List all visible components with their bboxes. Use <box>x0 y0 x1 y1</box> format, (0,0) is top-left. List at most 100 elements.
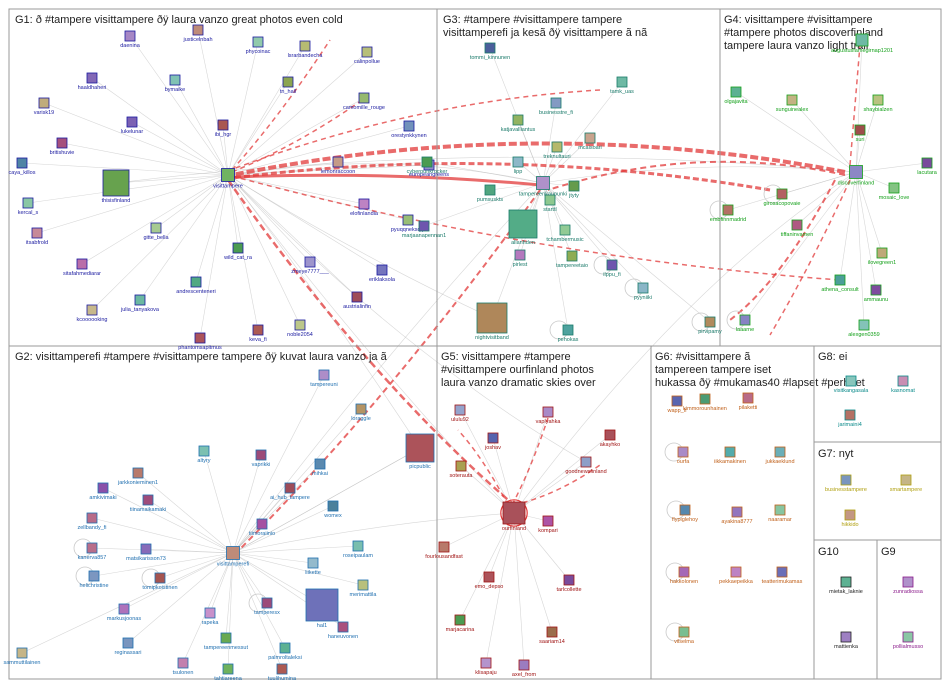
node-label-tchambermusic: tchambermusic <box>546 237 584 243</box>
node-label-alexgen0359: alexgen0359 <box>848 332 880 338</box>
group-g6-title-line3: hukassa ðÿ #mukamas40 #lapset #perheet <box>655 377 865 389</box>
node-sitafahmediarar: sitafahmediarar <box>63 258 101 277</box>
node-label-europeangreens: europeangreens <box>409 172 449 178</box>
avatar-cyberpunkrocker-icon <box>421 156 433 168</box>
avatar-tampereuni-icon <box>318 369 330 381</box>
avatar-vilselma-icon <box>678 626 690 638</box>
node-alexgen0359: alexgen0359 <box>848 319 880 338</box>
node-label-tampereenmessut: tampereenmessut <box>204 645 248 651</box>
node-label-hal1: hal1 <box>317 623 327 629</box>
node-pollialmusso: pollialmusso <box>893 631 923 650</box>
avatar-teatterimukamas-icon <box>776 566 788 578</box>
node-label-visittamperefi: visittamperefi <box>217 562 249 568</box>
node-visittamperefi: visittamperefi <box>217 546 249 568</box>
node-label-tomipkoistinen: tomipkoistinen <box>142 585 177 591</box>
node-vilselma: vilselma <box>665 622 695 645</box>
group-g8-title: G8: ei <box>818 351 847 363</box>
node-label-pollialmusso: pollialmusso <box>893 644 923 650</box>
node-label-mattienka: mattienka <box>834 644 859 650</box>
node-tiffaninvamen: tiffaninvamen <box>781 219 813 238</box>
node-treknultauri: treknultauri <box>543 141 571 160</box>
avatar-sunguinealex-icon <box>786 94 798 106</box>
node-sunguinealex: sunguinealex <box>776 94 808 113</box>
avatar-athena_consult-icon <box>834 274 846 286</box>
node-lsrarbandecha: lsrarbandecha <box>288 40 323 59</box>
edge-visittamperefi-womex <box>232 505 334 554</box>
node-kercal_s: kercal_s <box>18 197 39 216</box>
node-label-pumsuskts: pumsuskts <box>477 197 504 203</box>
node-tuulihumina: tuulihumina <box>268 663 297 682</box>
node-label-ibi_hgr: ibi_hgr <box>215 132 232 138</box>
edge-tampereenkaupunki-marjaanapennan1 <box>423 182 544 227</box>
node-label-kercal_s: kercal_s <box>18 210 39 216</box>
avatar-ammaunu-icon <box>870 284 882 296</box>
node-label-tamperesx: tamperesx <box>254 610 280 616</box>
avatar-ourfinland-icon <box>502 501 526 525</box>
edge-visittampere-tn_hall <box>227 81 289 176</box>
node-label-emo_depso: emo_depso <box>475 584 504 590</box>
avatar-gitte_bella-icon <box>150 222 162 234</box>
node-girosacopovaie: girosacopovaie <box>764 184 801 207</box>
node-label-kcoooooking: kcoooooking <box>77 317 108 323</box>
node-reginassari: reginassari <box>115 637 141 656</box>
node-ourfinland: ourfinland <box>500 499 528 532</box>
node-label-tampereuni: tampereuni <box>310 382 338 388</box>
node-label-akayhko: akayhko <box>600 442 621 448</box>
node-ai_hub_tampere: ai_hub_tampere <box>270 482 310 501</box>
avatar-roseipaulam-icon <box>352 540 364 552</box>
node-smartampere: smartampere <box>890 474 922 493</box>
edge-discoverfinland-ilovegreen1 <box>855 171 883 254</box>
node-label-marjaanapennan1: marjaanapennan1 <box>402 233 446 239</box>
node-label-altyry: altyry <box>197 458 210 464</box>
edge-visittamperefi-jarkkonieminen1 <box>137 472 234 554</box>
node-label-tsulonen: tsulonen <box>173 670 194 676</box>
node-label-wapp_fi: wapp_fi <box>667 408 687 414</box>
node-label-sitafahmediarar: sitafahmediarar <box>63 271 101 277</box>
node-label-visittampere: visittampere <box>213 184 243 190</box>
node-label-phantomsapitmus: phantomsapitmus <box>178 345 222 351</box>
avatar-tiimoraiinio-icon <box>256 518 268 530</box>
strong-edge-tamk-visittampere <box>224 89 601 173</box>
nodes-layer: daeninajusticelnbahphycoinaclsrarbandech… <box>4 24 938 682</box>
node-label-tampereetaio: tampereetaio <box>556 263 588 269</box>
node-ilppu_fi: ilppu_fi <box>593 255 621 278</box>
node-label-ayakina8777: ayakina8777 <box>721 519 752 525</box>
node-label-lemonraccoon: lemonraccoon <box>321 169 356 175</box>
node-label-kanerva857: kanerva857 <box>78 555 107 561</box>
node-label-lipp: lipp <box>514 169 523 175</box>
node-wild_cat_ra: wild_cat_ra <box>223 242 253 261</box>
node-label-saariam14: saariam14 <box>539 639 565 645</box>
node-haneuvonen: haneuvonen <box>328 621 358 640</box>
edge-visittampere-phantomsapitmus <box>199 174 229 339</box>
edge-visittampere-austrialinfin <box>227 174 358 298</box>
edge-discoverfinland-augustusfamegirnap1201 <box>855 39 863 173</box>
node-label-augustusfamegirnap1201: augustusfamegirnap1201 <box>831 48 893 54</box>
node-label-bymaike: bymaike <box>165 87 185 93</box>
node-label-ammaunu: ammaunu <box>864 297 888 303</box>
edge-visittampere-calinpollue <box>227 51 368 176</box>
node-lacutara: lacutara <box>917 157 938 176</box>
group-g5-title-line2: #visittampere ourfinland photos <box>441 364 594 376</box>
strong-edge-discoverfinland-athena <box>769 179 851 336</box>
edge-tampereenkaupunki-pirvipamy <box>542 182 711 323</box>
node-palmroltaleksi: palmroltaleksi <box>268 642 302 661</box>
node-starttl: starttl <box>543 194 557 213</box>
ourfinland-ring-icon <box>500 499 528 527</box>
node-rapeka: rapeka <box>202 607 219 626</box>
avatar-ai_hub_tampere-icon <box>284 482 296 494</box>
node-caya_killos: caya_killos <box>9 157 36 176</box>
edge-visittamperefi-zellbandy_fi <box>91 517 234 554</box>
avatar-goodnewsfinland-icon <box>580 456 592 468</box>
node-jarimaini4: jarimaini4 <box>837 409 862 428</box>
avatar-mosaic_love-icon <box>888 182 900 194</box>
edge-discoverfinland-shaybialzen <box>855 99 879 173</box>
avatar-tahtiareena-icon <box>222 663 234 675</box>
node-mcaisoari: mcaisoari <box>578 132 602 151</box>
node-vaprikki: vaprikki <box>252 449 270 468</box>
group-g6-title-line1: G6: #visittampere ã <box>655 351 751 363</box>
node-label-soterauta: soterauta <box>450 473 474 479</box>
node-label-zmeye7777___: zmeye7777___ <box>291 269 330 275</box>
avatar-ilppu_fi-icon <box>606 259 618 271</box>
node-eriklaksola: eriklaksola <box>369 264 396 283</box>
node-label-loraggle: loraggle <box>351 416 371 422</box>
